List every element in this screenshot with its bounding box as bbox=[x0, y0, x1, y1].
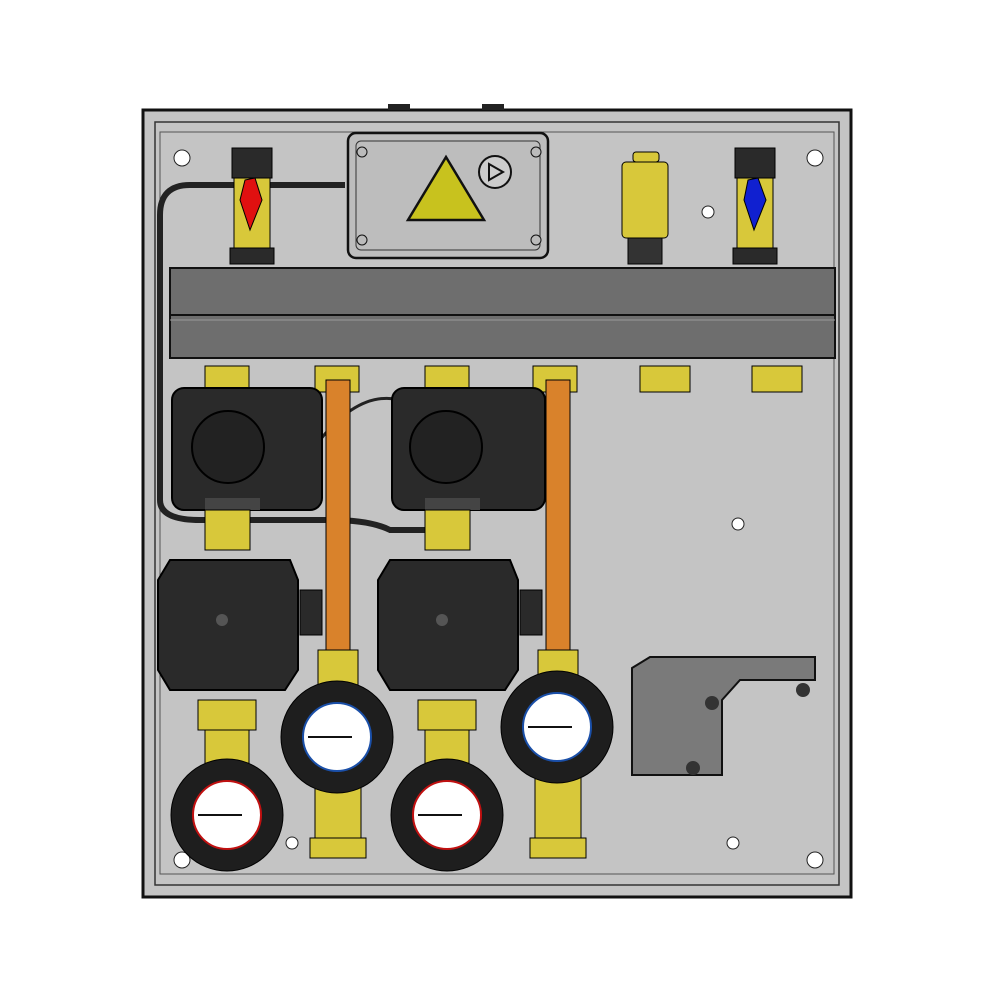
circulation-pump bbox=[157, 559, 323, 691]
thermometer-gauge bbox=[500, 670, 614, 784]
junction-box bbox=[346, 131, 550, 260]
circulation-pump bbox=[377, 559, 543, 691]
thermometer-gauge bbox=[280, 680, 394, 794]
cable bbox=[157, 182, 460, 533]
mounting-bracket bbox=[631, 656, 816, 776]
mounting-keyholes bbox=[173, 149, 824, 869]
copper-pipe bbox=[325, 379, 351, 651]
hot-supply-valve[interactable] bbox=[229, 147, 275, 265]
thermometer-gauge bbox=[170, 758, 284, 872]
thermometer-gauge bbox=[390, 758, 504, 872]
mixing-valve-actuator bbox=[171, 387, 323, 511]
air-vent-icon bbox=[621, 151, 669, 265]
manifold-bar bbox=[169, 267, 836, 359]
warning-triangle-icon bbox=[405, 154, 487, 222]
mixing-valve-actuator bbox=[391, 387, 546, 511]
play-indicator-icon bbox=[478, 155, 512, 189]
red-ball-valve-icon[interactable] bbox=[239, 177, 263, 232]
cold-supply-valve[interactable] bbox=[732, 147, 778, 265]
blue-ball-valve-icon[interactable] bbox=[743, 177, 767, 232]
copper-pipe bbox=[545, 379, 571, 651]
